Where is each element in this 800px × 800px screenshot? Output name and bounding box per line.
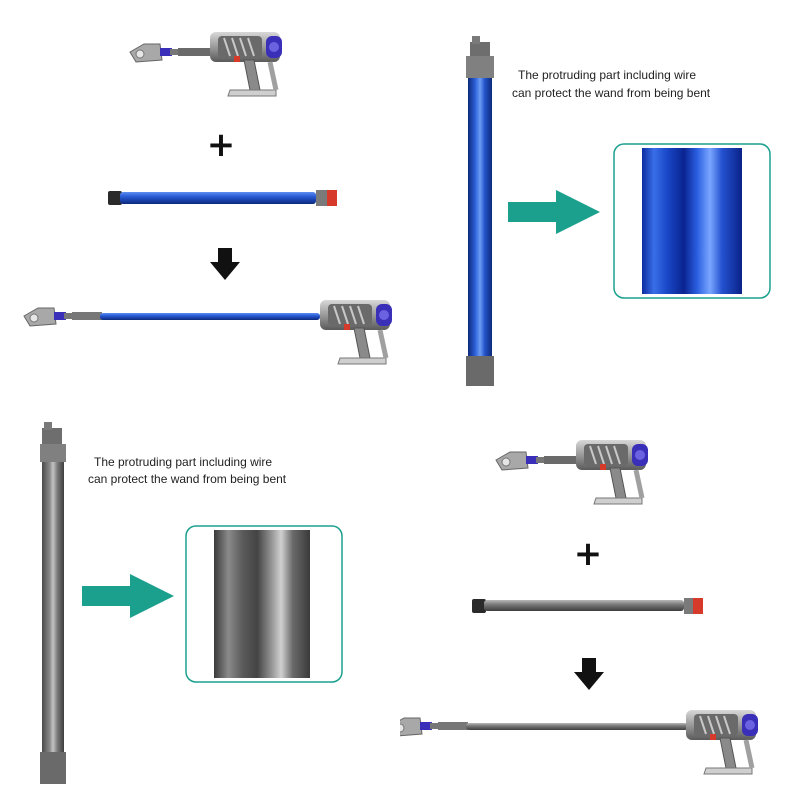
panel-bottom-left-grey-wand: The protruding part including wire can p… bbox=[0, 400, 400, 800]
assembled-vacuum-grey bbox=[400, 710, 758, 774]
blue-wand-horizontal bbox=[108, 190, 337, 206]
panel-top-right-blue-wand: The protruding part including wire can p… bbox=[400, 0, 800, 400]
caption-top-right-line2: can protect the wand from being bent bbox=[512, 86, 711, 100]
blue-wand-vertical bbox=[466, 36, 494, 386]
plus-symbol: + bbox=[206, 125, 236, 165]
grey-wand-horizontal bbox=[472, 598, 703, 614]
blue-assembly-illustration bbox=[23, 0, 400, 400]
panel-bottom-right-grey-assembly: + bbox=[400, 400, 800, 800]
caption-top-right-line1: The protruding part including wire bbox=[518, 68, 697, 82]
vacuum-handheld-top-2 bbox=[495, 440, 648, 504]
caption-bottom-left-line2: can protect the wand from being bent bbox=[88, 472, 287, 486]
grey-wand-vertical bbox=[40, 422, 66, 784]
vacuum-handheld-top bbox=[129, 32, 282, 96]
zoom-box-grey bbox=[185, 525, 343, 683]
teal-arrow-icon bbox=[508, 190, 600, 234]
teal-arrow-icon-2 bbox=[82, 574, 174, 618]
down-arrow-icon-2 bbox=[574, 658, 604, 690]
caption-bottom-left-line1: The protruding part including wire bbox=[94, 455, 273, 469]
down-arrow-icon bbox=[210, 248, 240, 280]
grey-wand-zoom-illustration bbox=[40, 422, 343, 784]
grey-assembly-illustration bbox=[400, 400, 800, 800]
assembled-vacuum-blue bbox=[23, 300, 392, 364]
panel-top-left-blue-assembly: + bbox=[0, 0, 400, 400]
blue-wand-zoom-illustration bbox=[466, 36, 771, 386]
zoom-box-blue bbox=[613, 143, 771, 299]
plus-symbol-2: + bbox=[573, 534, 603, 574]
